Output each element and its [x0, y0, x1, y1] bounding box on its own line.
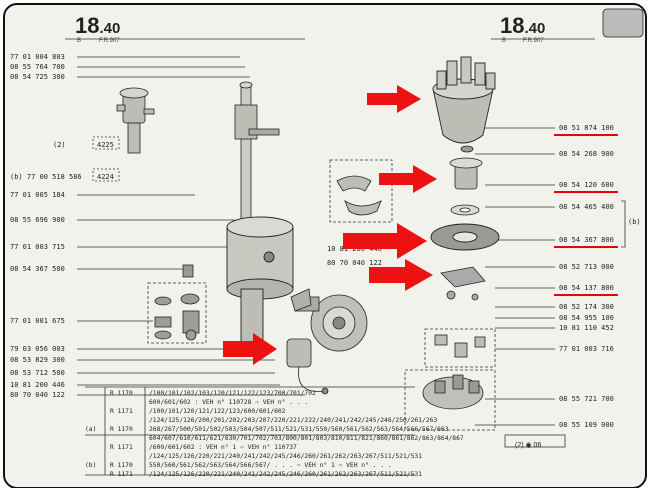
highlight-underline — [554, 294, 618, 296]
footer-note: (2) ◉ 06 — [515, 442, 542, 449]
corner-logo-icon — [602, 8, 644, 38]
table-row: 604/607/610/611/621/630/701/702/703/800/… — [149, 435, 464, 442]
part-number: 77 01 004 803 — [10, 53, 65, 61]
ref-right: F.R.907 — [523, 38, 544, 44]
box-label: 4224 — [97, 173, 114, 181]
part-number: 08 54 137 800 — [559, 284, 614, 292]
red-arrow-icon — [343, 223, 427, 259]
red-arrow-icon — [223, 333, 277, 365]
small-parts-icon — [154, 293, 200, 341]
part-number: 80 70 040 122 — [10, 391, 65, 399]
part-number: 08 53 829 300 — [10, 356, 65, 364]
part-number: 08 54 725 300 — [10, 73, 65, 81]
part-number: 77 01 003 715 — [10, 243, 65, 251]
red-arrow-icon — [379, 165, 437, 193]
red-arrow-icon — [369, 259, 433, 291]
bracket-label: (b) — [628, 218, 641, 226]
part-number: 10 81 110 452 — [559, 324, 614, 332]
part-number: 10 81 200 446 — [10, 381, 65, 389]
part-number: 08 54 367 800 — [559, 236, 614, 244]
part-number: 08 54 268 900 — [559, 150, 614, 158]
contact-points-icon — [440, 266, 486, 301]
part-number: 08 54 465 400 — [559, 203, 614, 211]
dashed-box — [147, 282, 207, 344]
part-number: 77 01 003 716 — [559, 345, 614, 353]
highlight-underline — [554, 134, 618, 136]
table-row: R 1170/100/101/102/103/120/121/122/123/7… — [110, 390, 316, 397]
breaker-plate-icon — [430, 223, 500, 251]
part-number: 08 55 109 000 — [559, 421, 614, 429]
table-row: /124/125/126/220/221/240/241/242/245/246… — [149, 453, 422, 460]
part-number: 80 70 040 122 — [327, 259, 382, 267]
part-number: 08 53 712 500 — [10, 369, 65, 377]
part-number: 08 52 174 300 — [559, 303, 614, 311]
distributor-shaft-icon — [234, 81, 280, 226]
part-number: 08 55 721 700 — [559, 395, 614, 403]
dashed-box — [404, 369, 496, 431]
page-number-right: 18.40 — [500, 13, 546, 38]
part-number: 08 54 955 100 — [559, 314, 614, 322]
table-row: R 1171/600/601/602 : VEH n° 1 ⇨ VEH n° 1… — [110, 444, 297, 451]
distributor-small-icon — [116, 87, 155, 154]
applicability-table: R 1170/100/101/102/103/120/121/122/123/7… — [85, 389, 464, 479]
part-number: 08 52 713 000 — [559, 263, 614, 271]
exploded-view-drawing — [65, 8, 644, 476]
group-label: (2) — [53, 141, 66, 149]
part-number: 08 54 120 600 — [559, 181, 614, 189]
bolt-icon — [182, 264, 194, 278]
part-number: 77 01 005 184 — [10, 191, 65, 199]
catalog-sheet: 18.40 B F.R.907 18.40 B F.R.907 77 01 00… — [3, 3, 647, 488]
part-number: 08 54 367 500 — [10, 265, 65, 273]
washer-icon — [450, 204, 480, 216]
red-arrow-icon — [367, 85, 421, 113]
box-label: 4225 — [97, 141, 114, 149]
sub-right: B — [502, 38, 507, 44]
part-number: 08 51 874 100 — [559, 124, 614, 132]
ref-left: F.R.907 — [99, 38, 120, 44]
table-row: /124/125/126/200/201/202/203/207/220/221… — [149, 417, 438, 424]
table-row: R 1171/100/101/120/121/122/123/600/601/6… — [110, 408, 286, 415]
dashed-box — [329, 159, 393, 223]
part-number: 08 55 764 700 — [10, 63, 65, 71]
highlight-underline — [554, 191, 618, 193]
distributor-body-icon — [226, 216, 294, 354]
clamp-icon — [290, 288, 312, 312]
part-number: 08 55 696 900 — [10, 216, 65, 224]
part-number: 77 01 001 675 — [10, 317, 65, 325]
table-row: 600/601/602 : VEH n° 110728 ⇨ VEH n° . .… — [149, 399, 309, 406]
table-row: R 1171/124/125/126/220/221/240/241/242/2… — [110, 471, 422, 478]
cap-lower-icon — [422, 374, 484, 410]
group-label: (b) 77 00 518 586 — [10, 173, 82, 181]
sub-left: B — [77, 38, 82, 44]
part-number: 79 03 056 003 — [10, 345, 65, 353]
rotor-icon — [449, 145, 483, 190]
dashed-box — [424, 328, 496, 368]
highlight-underline — [554, 246, 618, 248]
condenser-icon — [286, 338, 329, 395]
cap-small-parts-icon — [434, 334, 486, 358]
page-number-left: 18.40 — [75, 13, 121, 38]
advance-weights-icon — [336, 175, 382, 216]
distributor-cap-icon — [432, 56, 496, 144]
